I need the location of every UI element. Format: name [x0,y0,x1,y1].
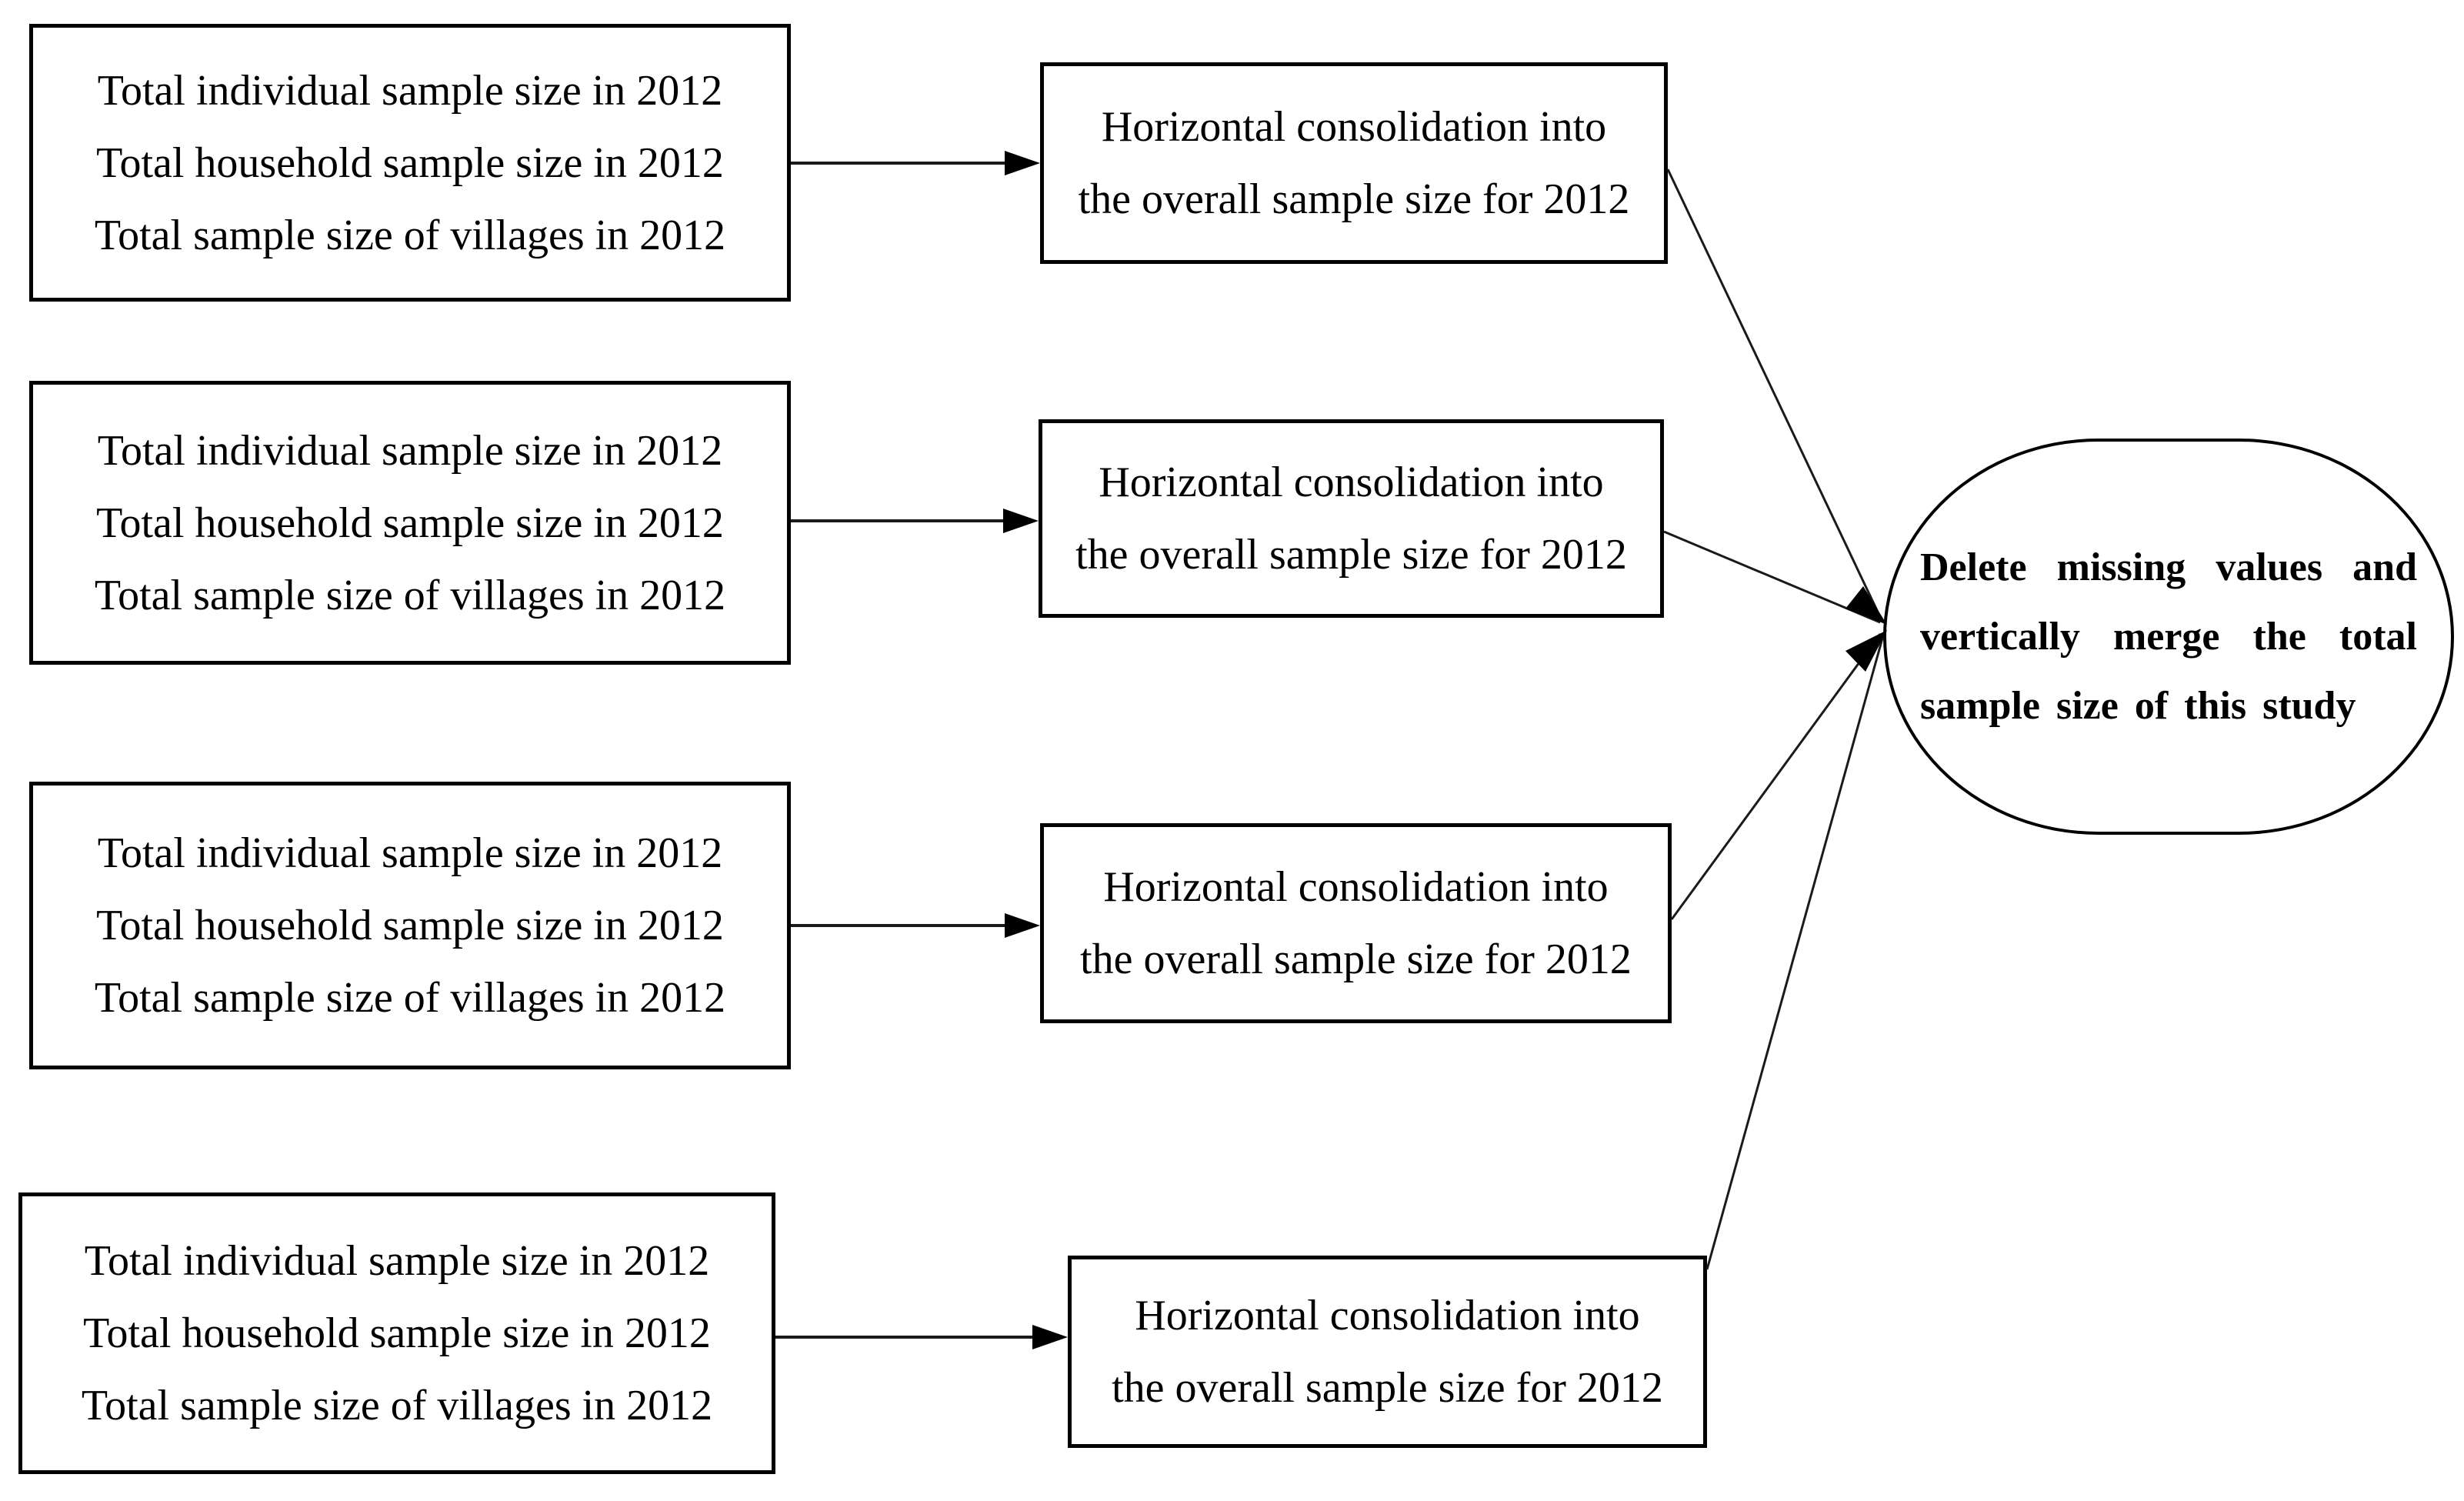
process-box-3: Horizontal consolidation into the overal… [1040,823,1672,1023]
process-box-2-line-1: Horizontal consolidation into [1099,459,1604,506]
connector-process4-to-terminal [1705,635,1885,1270]
terminal-arrowhead-upper [1845,586,1887,625]
source-box-4: Total individual sample size in 2012 Tot… [18,1192,775,1474]
source-box-3-line-3: Total sample size of villages in 2012 [94,974,726,1022]
process-box-4: Horizontal consolidation into the overal… [1068,1256,1707,1448]
arrowhead-source1-to-process1 [1005,151,1040,175]
connector-process3-to-terminal [1670,633,1882,920]
process-box-3-line-1: Horizontal consolidation into [1103,863,1609,911]
source-box-2: Total individual sample size in 2012 Tot… [29,381,791,665]
arrowhead-source3-to-process3 [1005,913,1040,938]
source-box-2-line-3: Total sample size of villages in 2012 [94,571,726,619]
process-box-4-line-2: the overall sample size for 2012 [1112,1364,1663,1412]
source-box-4-line-2: Total household sample size in 2012 [83,1309,711,1357]
process-box-4-line-1: Horizontal consolidation into [1135,1292,1640,1339]
source-box-4-line-1: Total individual sample size in 2012 [84,1237,710,1285]
terminal-line-3: sample size of this study [1920,683,2356,728]
terminal-line-2: vertically merge the total [1920,614,2417,659]
process-box-1: Horizontal consolidation into the overal… [1040,62,1668,264]
process-box-2-line-2: the overall sample size for 2012 [1075,531,1627,579]
source-box-2-line-2: Total household sample size in 2012 [96,499,724,547]
source-box-2-line-1: Total individual sample size in 2012 [97,426,723,475]
arrowhead-source4-to-process4 [1032,1325,1068,1349]
terminal-stadium: Delete missing values and vertically mer… [1883,439,2454,835]
source-box-3-line-2: Total household sample size in 2012 [96,902,724,949]
terminal-line-1: Delete missing values and [1920,545,2417,589]
arrowhead-source2-to-process2 [1003,509,1039,533]
source-box-1-line-3: Total sample size of villages in 2012 [94,211,726,259]
source-box-1-line-2: Total household sample size in 2012 [96,138,724,187]
connector-process1-to-terminal [1666,168,1883,621]
process-box-2: Horizontal consolidation into the overal… [1039,419,1664,618]
process-box-1-line-2: the overall sample size for 2012 [1078,175,1630,223]
source-box-3: Total individual sample size in 2012 Tot… [29,782,791,1069]
source-box-4-line-3: Total sample size of villages in 2012 [81,1382,713,1429]
source-box-1: Total individual sample size in 2012 Tot… [29,24,791,302]
source-box-1-line-1: Total individual sample size in 2012 [97,66,723,115]
terminal-arrowhead-lower [1845,630,1887,672]
process-box-3-line-2: the overall sample size for 2012 [1080,936,1632,983]
process-box-1-line-1: Horizontal consolidation into [1101,103,1607,151]
connector-process2-to-terminal [1663,530,1881,624]
source-box-3-line-1: Total individual sample size in 2012 [97,829,723,877]
